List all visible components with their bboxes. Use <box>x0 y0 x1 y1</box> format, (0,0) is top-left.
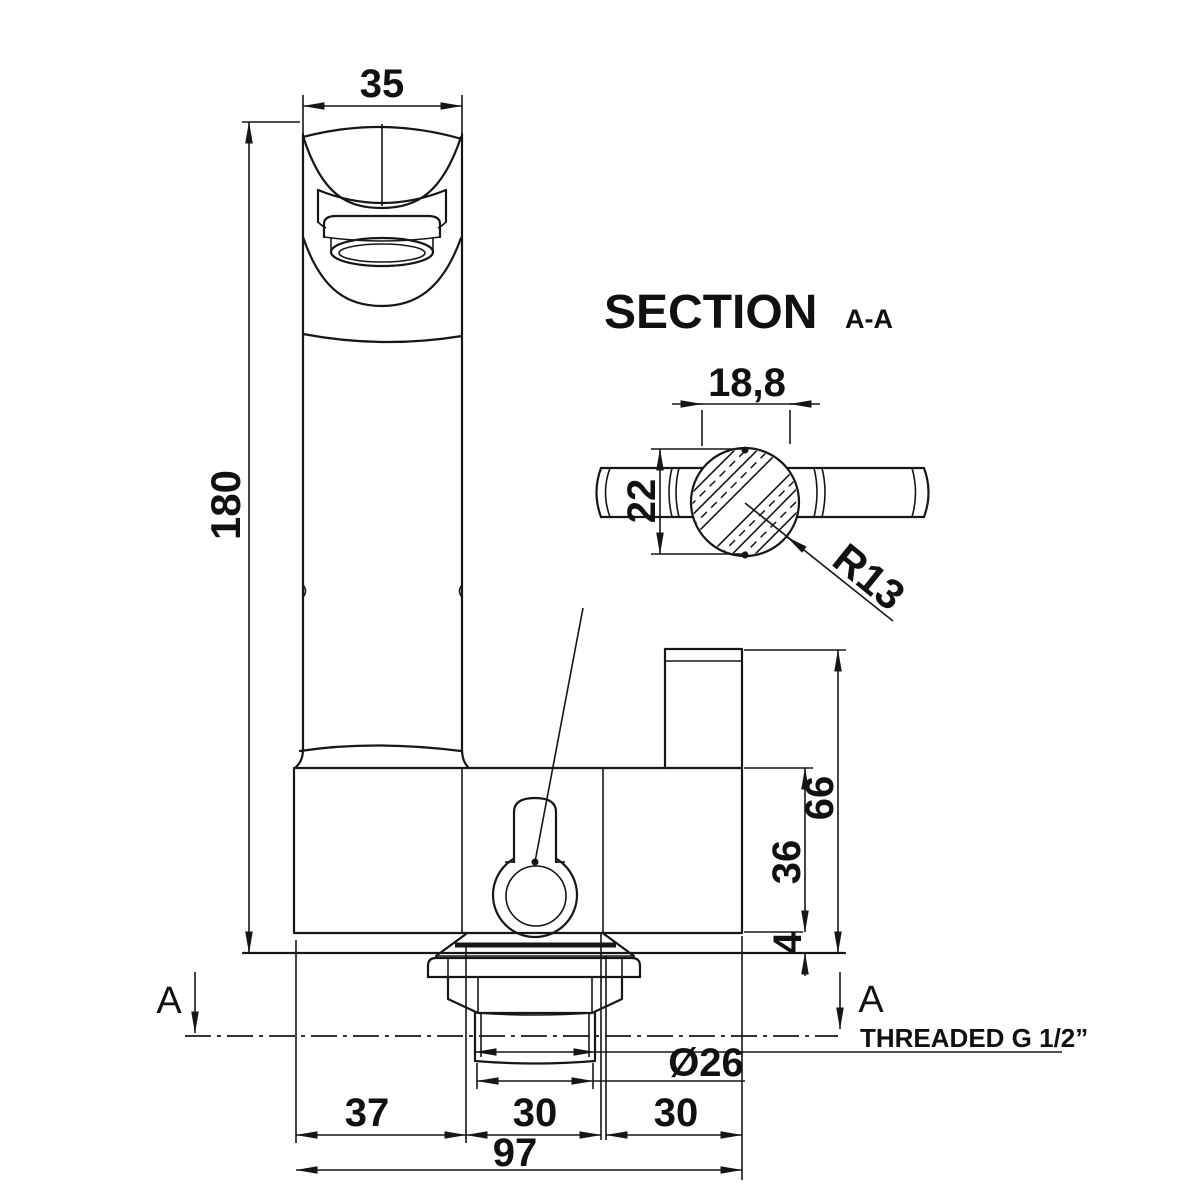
dim-total-height-group: 180 <box>202 121 300 954</box>
extension-lines-center <box>600 934 607 1140</box>
section-marker-right: A <box>836 972 884 1030</box>
dim-ball-height: 22 <box>620 479 664 524</box>
cutting-plane: A A <box>156 972 884 1037</box>
valve-body-block <box>292 766 744 935</box>
dim-ball-height-group: 22 <box>620 448 742 555</box>
hex-nut <box>446 975 624 1016</box>
handle-lever <box>491 796 579 939</box>
radius-callout: R13 <box>744 502 914 622</box>
dim-deck-gap: 4 <box>766 931 810 954</box>
dim-flat-width-group: 18,8 <box>672 361 820 446</box>
dim-overall-width: 97 <box>493 1131 538 1175</box>
escutcheon-base <box>426 932 642 979</box>
dim-total-height: 180 <box>202 470 249 540</box>
dim-deck-gap-group: 4 <box>766 931 810 976</box>
section-view: SECTION A-A <box>595 286 930 622</box>
threaded-pipe <box>473 1011 597 1065</box>
spout-column-outline <box>294 124 470 769</box>
label-ball-radius: R13 <box>824 534 913 619</box>
label-thread-note: THREADED G 1/2” <box>860 1023 1088 1053</box>
outlet-pipe <box>663 647 744 770</box>
thread-note-group: THREADED G 1/2” <box>474 1023 1088 1056</box>
dim-left-offset: 37 <box>345 1091 390 1135</box>
aerator <box>301 188 463 308</box>
label-thread-diameter: Ø26 <box>668 1041 744 1085</box>
marker-a-left: A <box>156 980 182 1022</box>
front-view <box>241 124 847 1140</box>
lever-arm-right <box>785 466 930 519</box>
dim-body-height-group: 36 <box>744 767 813 933</box>
lever-leader-line <box>531 607 584 866</box>
section-title: SECTION <box>604 286 817 339</box>
dim-spout-width-group: 35 <box>302 62 463 134</box>
dimensions-front: 35 180 66 36 4 THREADED G <box>202 62 1088 1180</box>
section-ref: A-A <box>845 304 893 334</box>
dim-mid-span: 30 <box>513 1091 558 1135</box>
marker-a-right: A <box>858 979 884 1021</box>
dim-outlet-height-group: 66 <box>744 649 846 954</box>
dim-body-height: 36 <box>765 840 809 885</box>
section-ball <box>689 446 801 559</box>
dim-flat-width: 18,8 <box>708 361 786 405</box>
dim-bottom-rows: 37 30 30 97 <box>295 936 743 1180</box>
lever-arm-left <box>595 466 705 519</box>
dim-spout-width: 35 <box>360 62 405 106</box>
dim-thread-dia-group: Ø26 <box>476 1041 745 1089</box>
dim-right-span: 30 <box>654 1091 699 1135</box>
section-marker-left: A <box>156 972 199 1034</box>
